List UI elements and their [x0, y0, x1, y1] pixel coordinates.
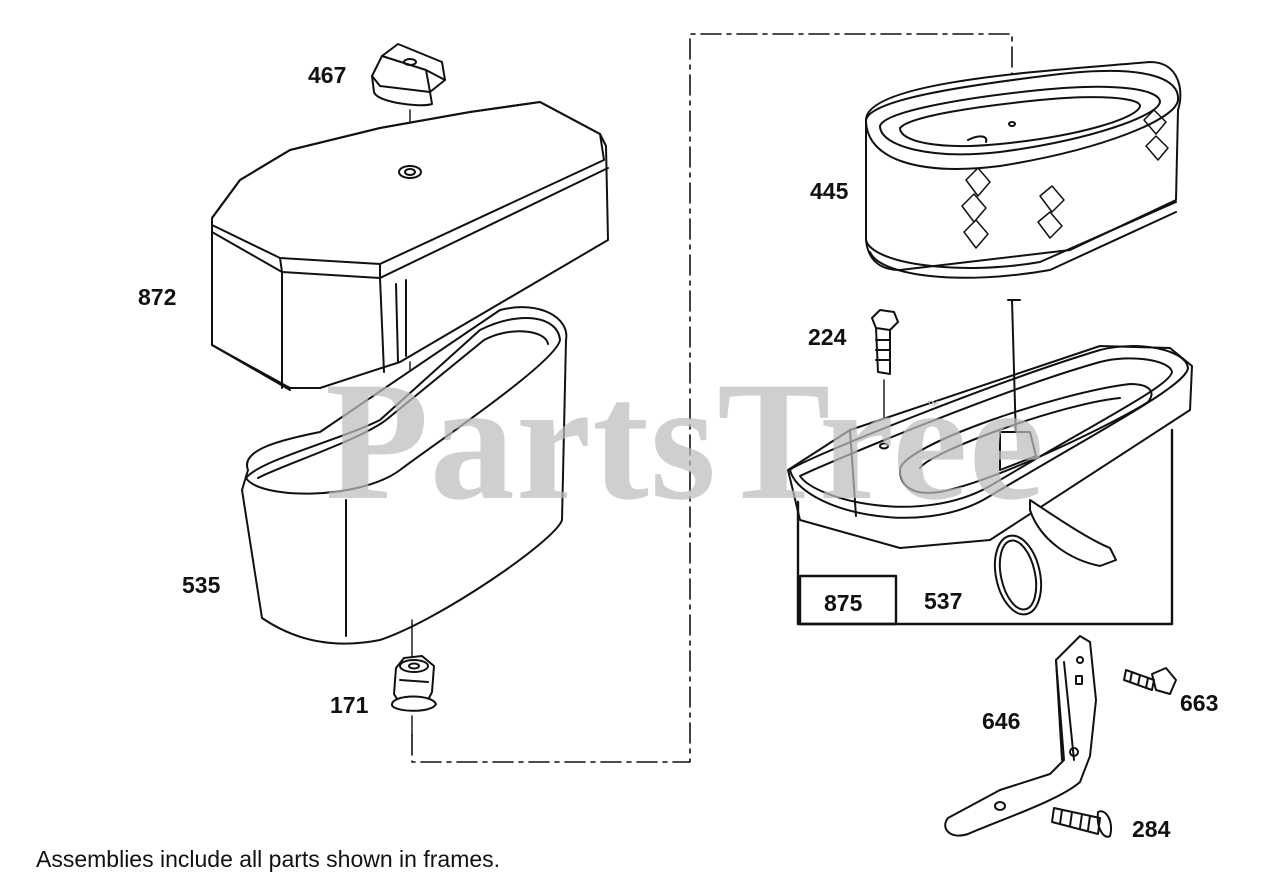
part-872-cover [211, 101, 609, 481]
part-171-grommet [390, 655, 437, 737]
label-224[interactable]: 224 [808, 324, 847, 350]
part-663-screw [1123, 667, 1177, 695]
label-467[interactable]: 467 [308, 62, 347, 88]
label-872[interactable]: 872 [138, 284, 177, 310]
label-535[interactable]: 535 [182, 572, 221, 598]
part-467-knob [371, 43, 446, 161]
label-663[interactable]: 663 [1180, 690, 1219, 716]
label-445[interactable]: 445 [810, 178, 849, 204]
label-875[interactable]: 875 [824, 590, 863, 616]
watermark: PartsTree [325, 347, 1046, 535]
label-284[interactable]: 284 [1132, 816, 1171, 842]
part-224-bolt [871, 309, 899, 451]
footnote: Assemblies include all parts shown in fr… [36, 846, 501, 872]
part-535-precleaner [241, 306, 568, 661]
part-537-oring [993, 534, 1043, 616]
label-171[interactable]: 171 [330, 692, 369, 718]
part-646-bracket [944, 635, 1097, 837]
label-537[interactable]: 537 [924, 588, 963, 614]
label-646[interactable]: 646 [982, 708, 1021, 734]
routing-line [411, 33, 1013, 763]
part-875-base [787, 299, 1193, 567]
part-284-screw [1051, 807, 1112, 838]
part-445-filter [865, 61, 1182, 279]
trademark-mark: ™ [926, 398, 939, 413]
